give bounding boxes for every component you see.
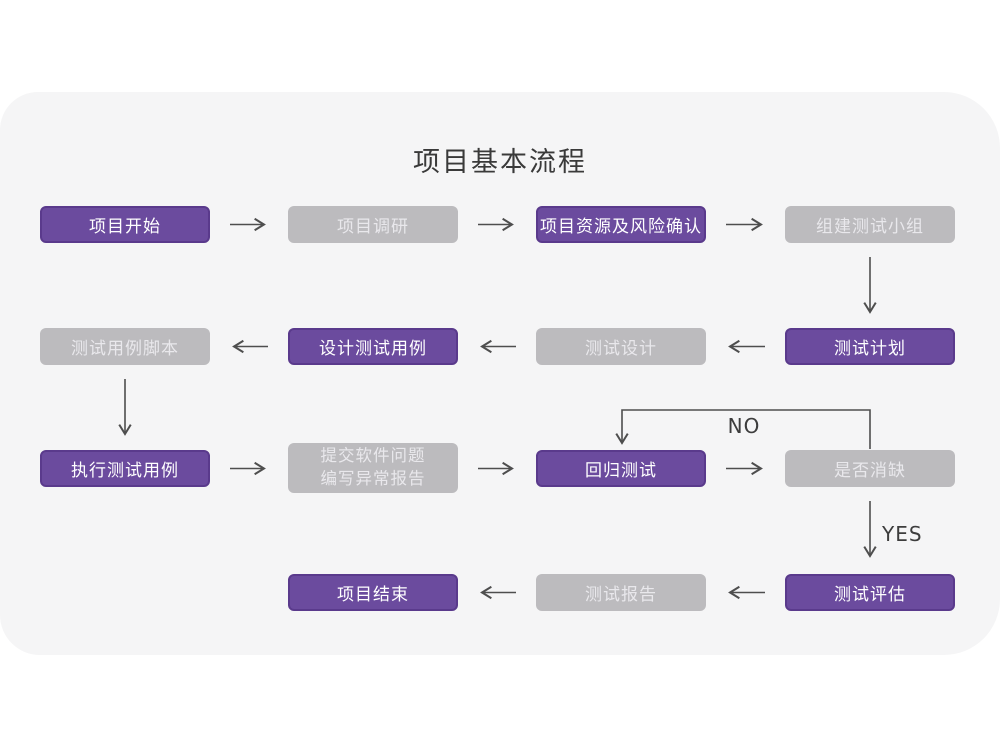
- node-regression-test: 回归测试: [536, 450, 706, 487]
- node-form-test-team: 组建测试小组: [785, 206, 955, 243]
- page-title: 项目基本流程: [413, 147, 587, 178]
- node-submit-issue-report-line2: 编写异常报告: [320, 469, 426, 488]
- node-submit-issue-report: 提交软件问题 编写异常报告: [288, 443, 458, 493]
- node-resources-risk-confirm: 项目资源及风险确认: [536, 206, 706, 243]
- node-design-test-cases: 设计测试用例: [288, 328, 458, 365]
- node-project-start: 项目开始: [40, 206, 210, 243]
- node-project-end: 项目结束: [288, 574, 458, 611]
- yes-branch-label: YES: [882, 522, 923, 546]
- node-test-case-scripts: 测试用例脚本: [40, 328, 210, 365]
- node-test-report: 测试报告: [536, 574, 706, 611]
- node-execute-test-cases: 执行测试用例: [40, 450, 210, 487]
- node-test-evaluation: 测试评估: [785, 574, 955, 611]
- node-test-plan: 测试计划: [785, 328, 955, 365]
- node-submit-issue-report-line1: 提交软件问题: [320, 446, 426, 466]
- node-defect-cleared: 是否消缺: [785, 450, 955, 487]
- node-test-design: 测试设计: [536, 328, 706, 365]
- no-branch-label: NO: [727, 414, 761, 438]
- flowchart-card: [0, 92, 1000, 655]
- node-project-research: 项目调研: [288, 206, 458, 243]
